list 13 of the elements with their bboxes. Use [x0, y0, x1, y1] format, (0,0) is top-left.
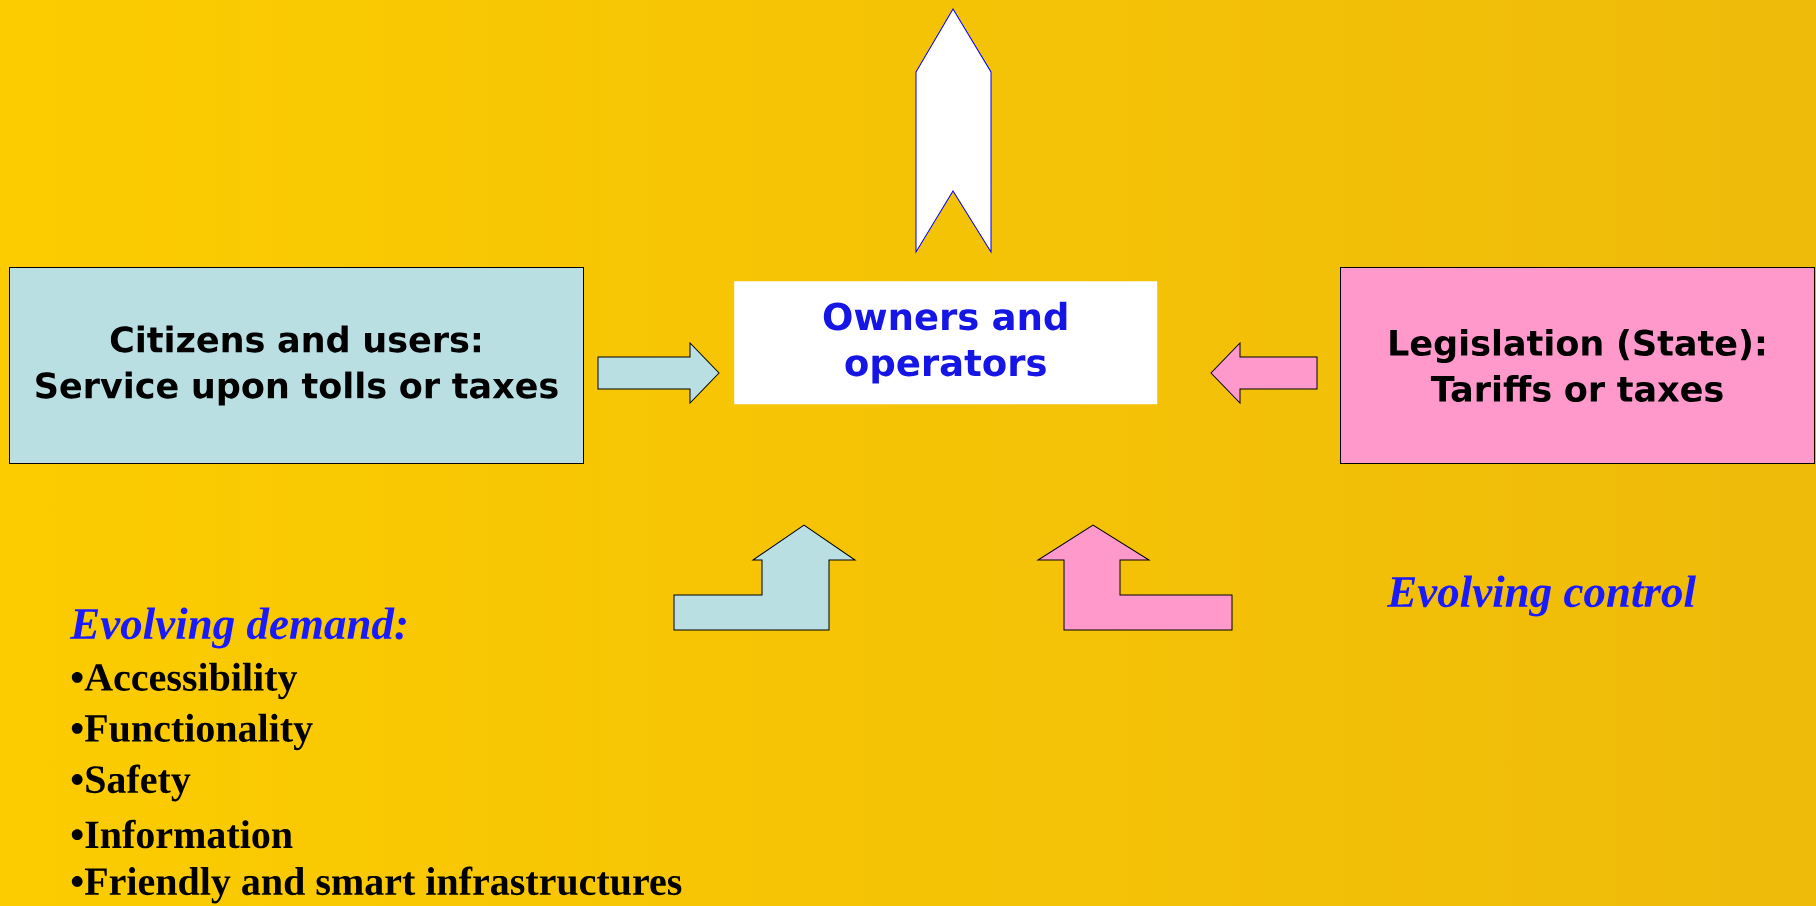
block-arrow: [597, 342, 720, 404]
list-item: •Friendly and smart infrastructures: [71, 866, 682, 904]
info-box: Legislation (State): Tariffs or taxes: [1340, 267, 1815, 464]
info-box: Citizens and users: Service upon tolls or taxes: [9, 267, 584, 464]
list-item: •Safety: [71, 764, 191, 802]
list-item: •Functionality: [71, 713, 313, 751]
block-arrow: [1210, 342, 1318, 404]
list-item: •Accessibility: [71, 662, 298, 700]
block-arrow: [915, 8, 992, 253]
heading-text: Evolving control: [1386, 575, 1696, 617]
center-box: Owners and operators: [734, 281, 1158, 405]
list-item: •Information: [71, 819, 293, 849]
heading-text: Evolving demand:: [69, 607, 406, 649]
